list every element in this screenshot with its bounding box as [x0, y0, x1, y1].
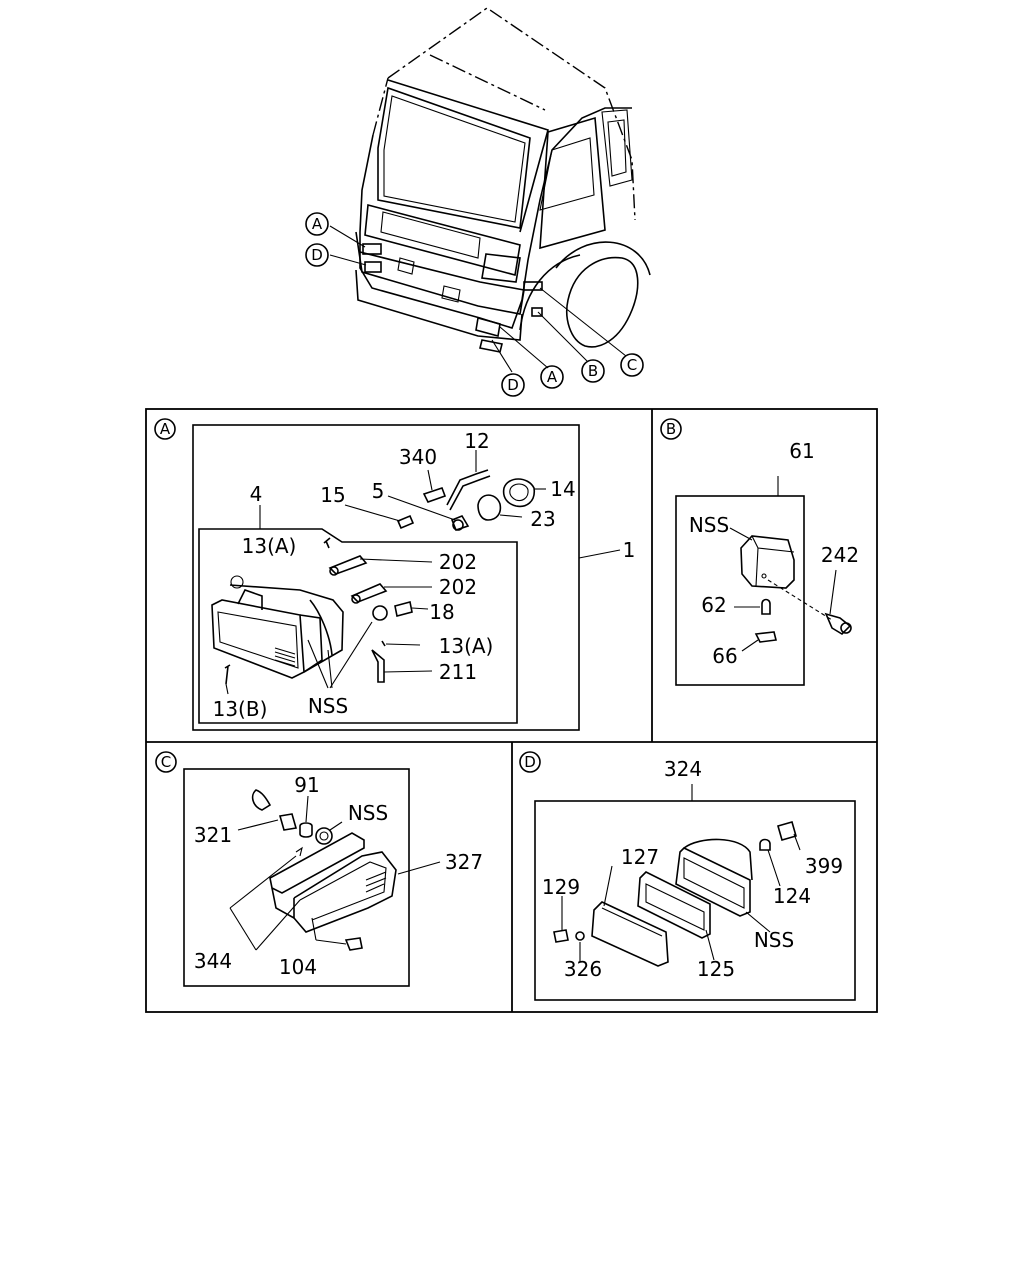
label-324: 324	[664, 757, 702, 781]
label-13a-top: 13(A)	[242, 534, 297, 558]
panel-a-letter: A	[160, 420, 171, 438]
label-129: 129	[542, 875, 580, 899]
label-242: 242	[821, 543, 859, 567]
label-13b: 13(B)	[213, 697, 268, 721]
label-62: 62	[701, 593, 726, 617]
label-211: 211	[439, 660, 477, 684]
truck-cab-overview: A D D A B C	[305, 7, 651, 397]
label-nss-a: NSS	[308, 694, 348, 718]
label-340: 340	[399, 445, 437, 469]
label-14: 14	[550, 477, 575, 501]
label-399: 399	[805, 854, 843, 878]
label-12: 12	[464, 429, 489, 453]
label-nss-b: NSS	[689, 513, 729, 537]
label-4: 4	[250, 482, 263, 506]
callout-a-left: A	[312, 215, 323, 233]
label-66: 66	[712, 644, 737, 668]
panel-b-letter: B	[666, 420, 676, 438]
label-91: 91	[294, 773, 319, 797]
panel-d-fog-lamp: D 324 127 399 129 124 NSS 326 125	[519, 751, 856, 1001]
callout-a-bottom: A	[547, 368, 558, 386]
panel-c-letter: C	[161, 753, 171, 771]
label-327: 327	[445, 850, 483, 874]
label-13a-mid: 13(A)	[439, 634, 494, 658]
label-nss-d: NSS	[754, 928, 794, 952]
label-127: 127	[621, 845, 659, 869]
label-321: 321	[194, 823, 232, 847]
callout-c-bottom: C	[627, 356, 637, 374]
label-344: 344	[194, 949, 232, 973]
label-124: 124	[773, 884, 811, 908]
label-125: 125	[697, 957, 735, 981]
panel-grid	[145, 408, 878, 1013]
panel-d-letter: D	[524, 753, 536, 771]
label-202-lower: 202	[439, 575, 477, 599]
label-23: 23	[530, 507, 555, 531]
label-nss-c: NSS	[348, 801, 388, 825]
panel-b-side-lamp: B 61 NSS 242 62 66	[660, 418, 859, 686]
label-61: 61	[789, 439, 814, 463]
callout-d-bottom: D	[507, 376, 519, 394]
label-5: 5	[372, 479, 385, 503]
label-104: 104	[279, 955, 317, 979]
label-1: 1	[623, 538, 636, 562]
label-18: 18	[429, 600, 454, 624]
callout-d-left: D	[311, 246, 323, 264]
callout-b-bottom: B	[588, 362, 598, 380]
label-326: 326	[564, 957, 602, 981]
label-15: 15	[320, 483, 345, 507]
panel-a-headlamp: A	[154, 418, 636, 731]
label-202-upper: 202	[439, 550, 477, 574]
panel-c-turn-lamp: C 91 NSS 321 327 344 104	[155, 751, 483, 987]
